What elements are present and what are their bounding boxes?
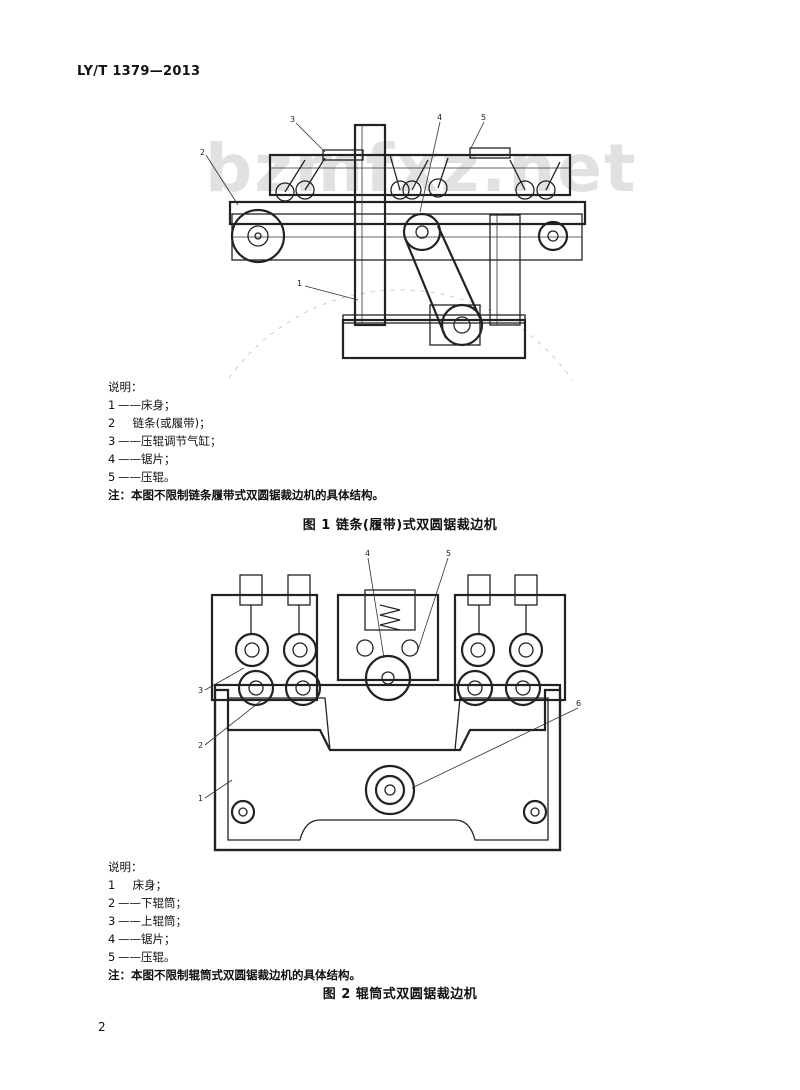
- legend-item: 1——床身；: [108, 398, 176, 412]
- fig2-callout-3: 3: [198, 686, 203, 695]
- legend-title: 说明：: [108, 380, 143, 394]
- figure-1-note: 注：本图不限制链条履带式双圆锯裁边机的具体结构。: [108, 488, 384, 502]
- fig2-callout-5: 5: [446, 550, 451, 558]
- figure-2-drawing: 3 2 1 4 5 6: [198, 550, 581, 852]
- legend-item: 3——压辊调节气缸；: [108, 434, 222, 448]
- page-number: 2: [98, 1020, 106, 1034]
- figure-2-note: 注：本图不限制辊筒式双圆锯裁边机的具体结构。: [108, 968, 361, 982]
- legend-item: 1 床身；: [108, 878, 168, 892]
- legend-title: 说明：: [108, 860, 143, 874]
- legend-item: 5——压辊。: [108, 950, 176, 964]
- fig1-callout-5: 5: [481, 113, 486, 122]
- figure-2-caption: 图 2 辊筒式双圆锯裁边机: [322, 987, 478, 1002]
- fig1-callout-3: 3: [290, 115, 295, 124]
- fig1-callout-4: 4: [437, 113, 442, 122]
- figure-2-legend: 说明： 1 床身； 2——下辊筒； 3——上辊筒； 4——锯片； 5——压辊。 …: [108, 858, 361, 984]
- legend-item: 3——上辊筒；: [108, 914, 187, 928]
- legend-item: 4——锯片；: [108, 452, 176, 466]
- fig1-callout-2: 2: [200, 148, 205, 157]
- legend-item: 2 链条(或履带)；: [108, 416, 211, 430]
- legend-item: 5——压辊。: [108, 470, 176, 484]
- fig2-callout-6: 6: [576, 699, 581, 708]
- fig1-callout-1: 1: [297, 279, 302, 288]
- fig2-callout-4: 4: [365, 550, 370, 558]
- legend-item: 4——锯片；: [108, 932, 176, 946]
- fig2-callout-1: 1: [198, 794, 203, 803]
- legend-item: 2——下辊筒；: [108, 896, 187, 910]
- standard-code-header: LY/T 1379—2013: [77, 64, 201, 79]
- figure-1-legend: 说明： 1——床身； 2 链条(或履带)； 3——压辊调节气缸； 4——锯片； …: [108, 378, 384, 504]
- figure-1-caption: 图 1 链条(履带)式双圆锯裁边机: [302, 518, 498, 533]
- figure-1-drawing: 2 3 4 5 1: [200, 113, 587, 380]
- fig2-callout-2: 2: [198, 741, 203, 750]
